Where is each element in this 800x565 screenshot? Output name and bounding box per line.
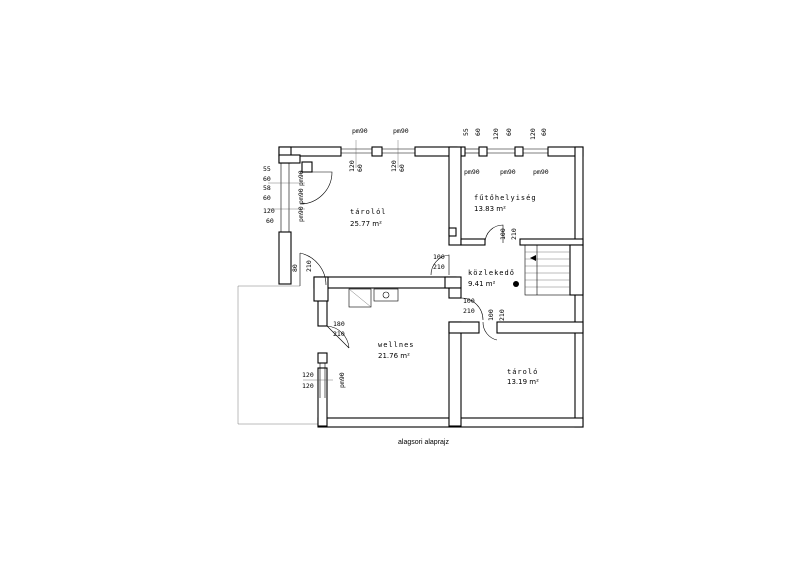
window-tag: pm90 [500,168,516,176]
stairs [513,244,571,296]
dim-label: 120 [390,160,398,172]
dim-label: 120 [348,160,356,172]
dim-label: 210 [433,263,445,271]
dim-label: 210 [305,260,313,272]
left-windows [268,161,313,232]
window-tag: pm90 [533,168,549,176]
dim-label: 80 [291,264,299,272]
dim-label: 58 [263,184,271,192]
wellnes-fixtures [348,227,457,308]
dim-label: 210 [498,309,506,321]
room-area-wellnes: 21.76 m² [378,352,410,360]
dim-label: 210 [510,228,518,240]
doors [299,171,504,349]
dim-label: 120 [263,207,275,215]
dim-label: 60 [263,175,271,183]
column-dot [513,281,519,287]
window-tag: pm90 [393,127,409,135]
room-area-futohelyiseg: 13.83 m² [474,205,506,213]
room-area-tarololo: 25.77 m² [350,220,382,228]
room-area-tarolo: 13.19 m² [507,378,539,386]
dim-label: 100 [499,228,507,240]
dim-label: 60 [266,217,274,225]
dim-label: 60 [505,128,513,136]
window-tag: pm90 [297,170,305,186]
dim-label: 55 [263,165,271,173]
room-name-kozlekedo: közlekedő [468,268,515,277]
walls [278,146,584,428]
window-tag: pm90 [297,188,305,204]
dim-label: 60 [474,128,482,136]
dim-label: 60 [398,164,406,172]
dim-label: 210 [463,307,475,315]
window-tag: pm90 [464,168,480,176]
room-name-futohelyiseg: fűtőhelyiség [474,193,537,202]
room-area-kozlekedo: 9.41 m² [468,280,496,288]
dim-label: 180 [333,320,345,328]
wellnes-window [303,352,333,398]
dim-label: 210 [333,330,345,338]
dim-label: 55 [462,128,470,136]
dim-label: 60 [356,164,364,172]
window-tag: pm90 [297,206,305,222]
plan-title: alagsori alaprajz [398,439,449,446]
room-name-tarolo: tároló [507,368,538,376]
dim-label: 60 [540,128,548,136]
room-name-tarololo: tárolól [350,208,387,216]
dim-label: 120 [492,128,500,140]
terrace-outline [237,285,318,425]
room-name-wellnes: wellnes [378,341,415,349]
dim-label: 100 [463,297,475,305]
top-windows [341,140,548,168]
dim-label: 60 [263,194,271,202]
dim-label: 100 [487,309,495,321]
dim-label: 100 [433,253,445,261]
window-tag: pm90 [338,372,346,388]
dim-label: 120 [529,128,537,140]
dim-label: 120 [302,382,314,390]
window-tag: pm90 [352,127,368,135]
dim-label: 120 [302,371,314,379]
